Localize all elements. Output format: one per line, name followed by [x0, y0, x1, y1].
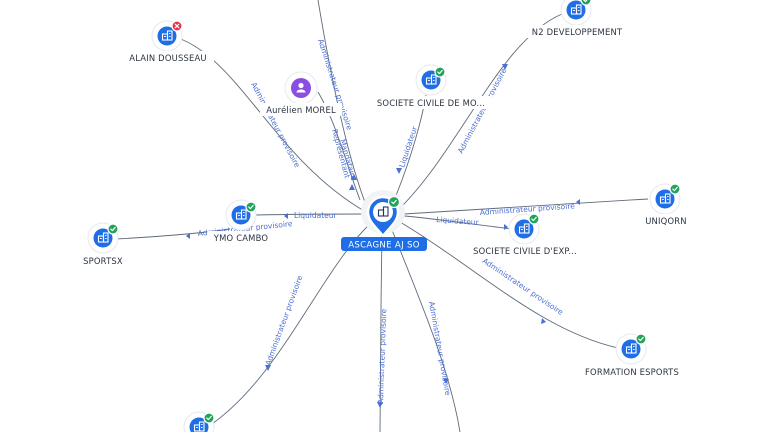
- node-alain-dousseau[interactable]: [151, 20, 183, 52]
- edge-ymo: [255, 213, 367, 216]
- edge-label: Administrateur provisoire: [427, 301, 452, 397]
- edge-bottomright: [391, 229, 461, 432]
- edge-formation: [399, 221, 619, 349]
- arrow-marker: [377, 402, 383, 408]
- node-aurelien-morel[interactable]: [284, 71, 318, 105]
- edge-aurelien: [317, 91, 361, 201]
- edge-label: Liquidateur: [436, 215, 480, 227]
- edge-sportsx: [115, 228, 231, 240]
- center-label: ASCAGNE AJ SO: [348, 241, 420, 251]
- arrow-marker: [265, 365, 271, 371]
- edge-label: Administrateur provisoire: [456, 66, 509, 155]
- status-ok-icon: [580, 0, 592, 6]
- node-label: SPORTSX: [83, 256, 123, 266]
- arrow-marker: [186, 233, 190, 239]
- building-icon: [377, 206, 389, 217]
- edge-label: Liquidateur: [294, 211, 338, 220]
- edge-scexp: [403, 215, 513, 230]
- edge-label: Administrateur provisoire: [376, 308, 388, 404]
- edge-label: Administrateur provisoire: [481, 256, 565, 317]
- arrow-marker: [284, 213, 288, 219]
- edge-label: Administrateur provisoire: [263, 274, 304, 367]
- edge-bottom: [379, 231, 383, 432]
- node-sportsx[interactable]: [87, 222, 119, 254]
- status-ok-icon: [669, 183, 681, 195]
- node-uniqorn[interactable]: [649, 183, 681, 215]
- edge-label: Administrateur provisoire: [316, 38, 354, 132]
- node-label: YMO CAMBO: [213, 233, 269, 243]
- status-error-icon: [171, 20, 183, 32]
- node-formation-esports[interactable]: [615, 333, 647, 365]
- arrow-marker: [443, 378, 449, 384]
- status-ok-icon: [528, 213, 540, 225]
- status-ok-icon: [387, 195, 401, 209]
- person-icon: [296, 82, 306, 93]
- arrow-marker: [396, 168, 402, 174]
- status-ok-icon: [203, 412, 215, 424]
- arrow-marker: [351, 174, 357, 180]
- arrow-marker: [349, 184, 355, 190]
- node-societe-civile-d-exp[interactable]: [508, 213, 540, 245]
- node-societe-civile-de-mo[interactable]: [415, 64, 447, 96]
- node-n2-developpement[interactable]: [560, 0, 592, 26]
- edge-arrows: [186, 64, 580, 408]
- node-center-ascagne[interactable]: [361, 190, 405, 239]
- node-label: N2 DEVELOPPEMENT: [532, 27, 623, 37]
- arrow-marker: [504, 224, 508, 230]
- status-ok-icon: [635, 333, 647, 345]
- arrow-marker: [541, 318, 546, 324]
- node-label: Aurélien MOREL: [266, 105, 336, 115]
- edge-bottomleft: [205, 221, 373, 429]
- status-ok-icon: [434, 66, 446, 78]
- node-label: ALAIN DOUSSEAU: [129, 53, 206, 63]
- status-ok-icon: [245, 201, 257, 213]
- arrow-marker: [502, 64, 508, 70]
- node-label: SOCIETE CIVILE D'EXP...: [473, 246, 577, 256]
- arrow-marker: [576, 199, 580, 205]
- center-label-badge: [341, 237, 427, 251]
- node-label: FORMATION ESPORTS: [585, 367, 679, 377]
- node-bottom-left[interactable]: [183, 411, 215, 432]
- edge-uniqorn: [403, 198, 649, 215]
- node-ymo-cambo[interactable]: [225, 199, 257, 231]
- node-label: SOCIETE CIVILE DE MO...: [377, 98, 485, 108]
- status-ok-icon: [107, 223, 119, 235]
- node-label: UNIQORN: [645, 216, 687, 226]
